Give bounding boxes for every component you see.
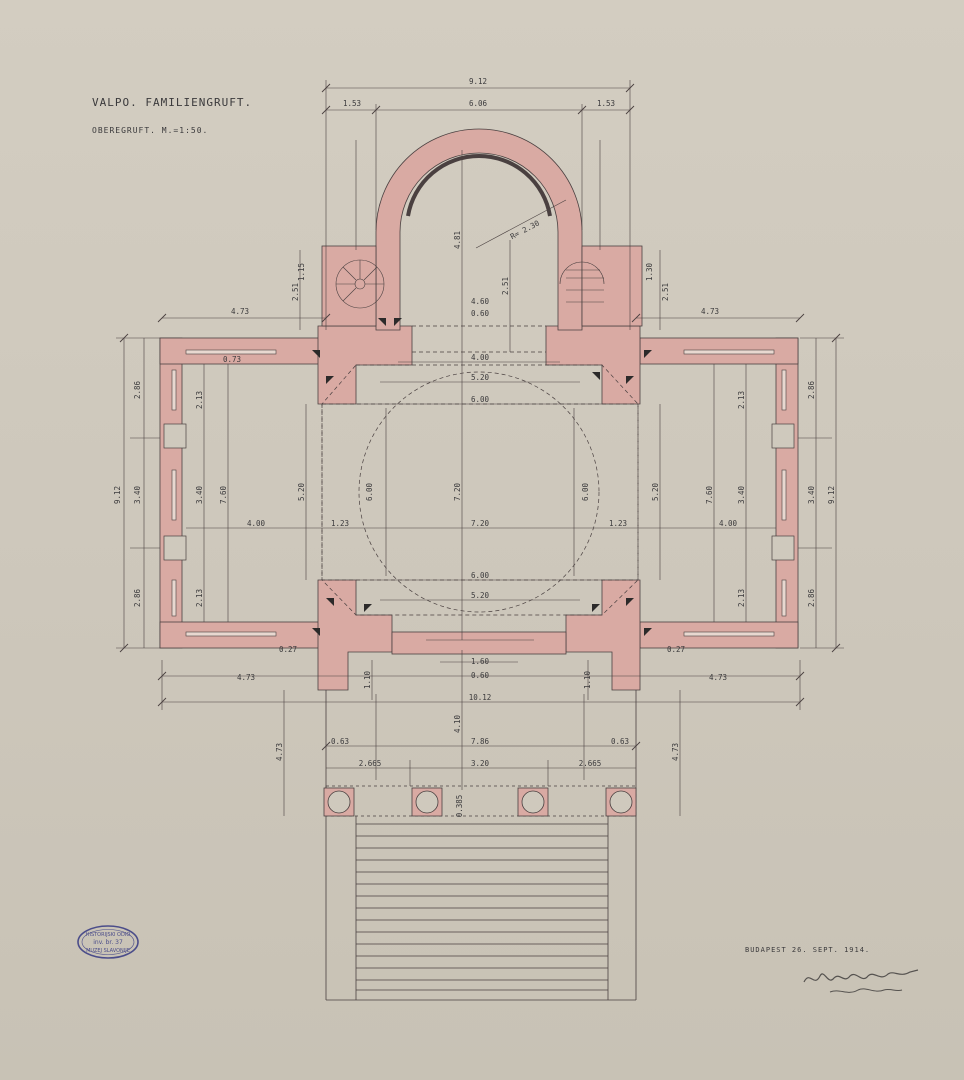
dim-porch-depth-left: 4.73: [275, 743, 284, 761]
dim-dome-v-right: 6.00: [581, 482, 590, 501]
dim-dome-v-left: 6.00: [365, 482, 374, 501]
dim-span-v-left: 5.20: [297, 482, 306, 501]
dim-bottom-left: 4.73: [237, 673, 255, 682]
porch-columns: [323, 787, 637, 817]
dim-stair-small-right: 1.30: [645, 262, 654, 281]
dimension-labels: 9.12 1.53 6.06 1.53 4.73 4.73 9.12 2.86 …: [113, 77, 836, 817]
dim-top-overall: 9.12: [469, 77, 487, 86]
dim-right-total: 9.12: [827, 486, 836, 504]
dim-col-left: 0.63: [331, 737, 349, 746]
corner-markers: [312, 318, 652, 636]
dim-bay-outer-right: 2.665: [579, 759, 602, 768]
dim-apse-height: 2.51: [501, 277, 510, 295]
spiral-stairs: [335, 259, 605, 309]
dim-right-lower: 2.86: [807, 588, 816, 607]
dim-inner-mid-right: 3.40: [737, 485, 746, 504]
dim-apse-depth: 4.81: [453, 231, 462, 249]
dim-right-upper: 2.86: [807, 380, 816, 399]
dim-span-bottom: 5.20: [471, 591, 490, 600]
dim-col-depth: 0.385: [455, 795, 464, 818]
dim-left-mid: 3.40: [133, 485, 142, 504]
dim-stair-left: 2.51: [291, 283, 300, 301]
dim-bay-outer-left: 2.665: [359, 759, 382, 768]
dim-room-width-right: 4.00: [719, 519, 738, 528]
dim-dome-dia-bottom: 6.00: [471, 571, 490, 580]
steps: [356, 823, 608, 991]
dim-bottom-right: 4.73: [709, 673, 727, 682]
drawing-subtitle: OBEREGRUFT. M.=1:50.: [92, 126, 209, 135]
drawing-date: BUDAPEST 26. SEPT. 1914.: [745, 946, 871, 954]
dim-center-height: 7.20: [453, 482, 462, 501]
dim-top-mid: 6.06: [469, 99, 488, 108]
dim-stair-small-left: 1.15: [297, 263, 306, 281]
dim-bay-right: 1.23: [609, 519, 627, 528]
stamp-line-1: HISTORIJSKI ODIO: [86, 932, 131, 938]
dim-room-height-right: 7.60: [705, 485, 714, 504]
dim-opening-top: 4.00: [471, 353, 490, 362]
walls: [159, 128, 799, 691]
dim-wing-right: 4.73: [701, 307, 719, 316]
dim-span-v-right: 5.20: [651, 482, 660, 501]
dim-left-lower: 2.86: [133, 588, 142, 607]
dim-door-width: 1.60: [471, 657, 490, 666]
dim-inner-mid-left: 3.40: [195, 485, 204, 504]
dim-bottom-overall: 10.12: [469, 693, 492, 702]
dim-small-left: 0.27: [279, 645, 297, 654]
dim-left-upper: 2.86: [133, 380, 142, 399]
dim-door-inner: 0.60: [471, 671, 490, 680]
dim-room-width-left: 4.00: [247, 519, 266, 528]
museum-stamp: HISTORIJSKI ODIO inv. br. 37 MUZEJ SLAVO…: [77, 925, 139, 959]
dim-porch-width: 7.86: [471, 737, 490, 746]
dim-porch-depth-right: 4.73: [671, 743, 680, 761]
dim-bay-center: 3.20: [471, 759, 490, 768]
dim-col-right: 0.63: [611, 737, 629, 746]
dim-small-right: 0.27: [667, 645, 685, 654]
dim-span-top: 5.20: [471, 373, 490, 382]
dim-top-left: 1.53: [343, 99, 361, 108]
dim-side-low-left: 1.10: [363, 670, 372, 689]
dim-stair-right: 2.51: [661, 283, 670, 301]
dim-center-width: 7.20: [471, 519, 490, 528]
dimension-ticks: [119, 83, 841, 751]
stamp-line-3: MUZEJ SLAVONIJE: [86, 948, 130, 954]
dim-inner-upper-left: 2.13: [195, 391, 204, 409]
dim-apse-width: 4.60: [471, 297, 490, 306]
wall-slots: [171, 154, 787, 637]
dim-room-height-left: 7.60: [219, 485, 228, 504]
stamp-line-2: inv. br. 37: [93, 939, 123, 946]
dim-apse-inner: 0.60: [471, 309, 490, 318]
dim-dome-dia-top: 6.00: [471, 395, 490, 404]
dimension-lines: [116, 80, 844, 816]
dim-wing-left: 4.73: [231, 307, 249, 316]
dim-top-right: 1.53: [597, 99, 615, 108]
dim-inner-lower-right: 2.13: [737, 589, 746, 607]
dim-pier-small: 0.73: [223, 355, 241, 364]
architect-signature: [803, 969, 919, 993]
drawing-title: VALPO. FAMILIENGRUFT.: [92, 96, 253, 109]
dim-porch-mid: 4.10: [453, 714, 462, 733]
side-niches: [163, 423, 795, 561]
dim-inner-upper-right: 2.13: [737, 391, 746, 409]
dim-inner-lower-left: 2.13: [195, 589, 204, 607]
dim-bay-left: 1.23: [331, 519, 349, 528]
dim-side-low-right: 1.10: [583, 670, 592, 689]
dim-right-mid: 3.40: [807, 485, 816, 504]
dim-left-total: 9.12: [113, 486, 122, 504]
